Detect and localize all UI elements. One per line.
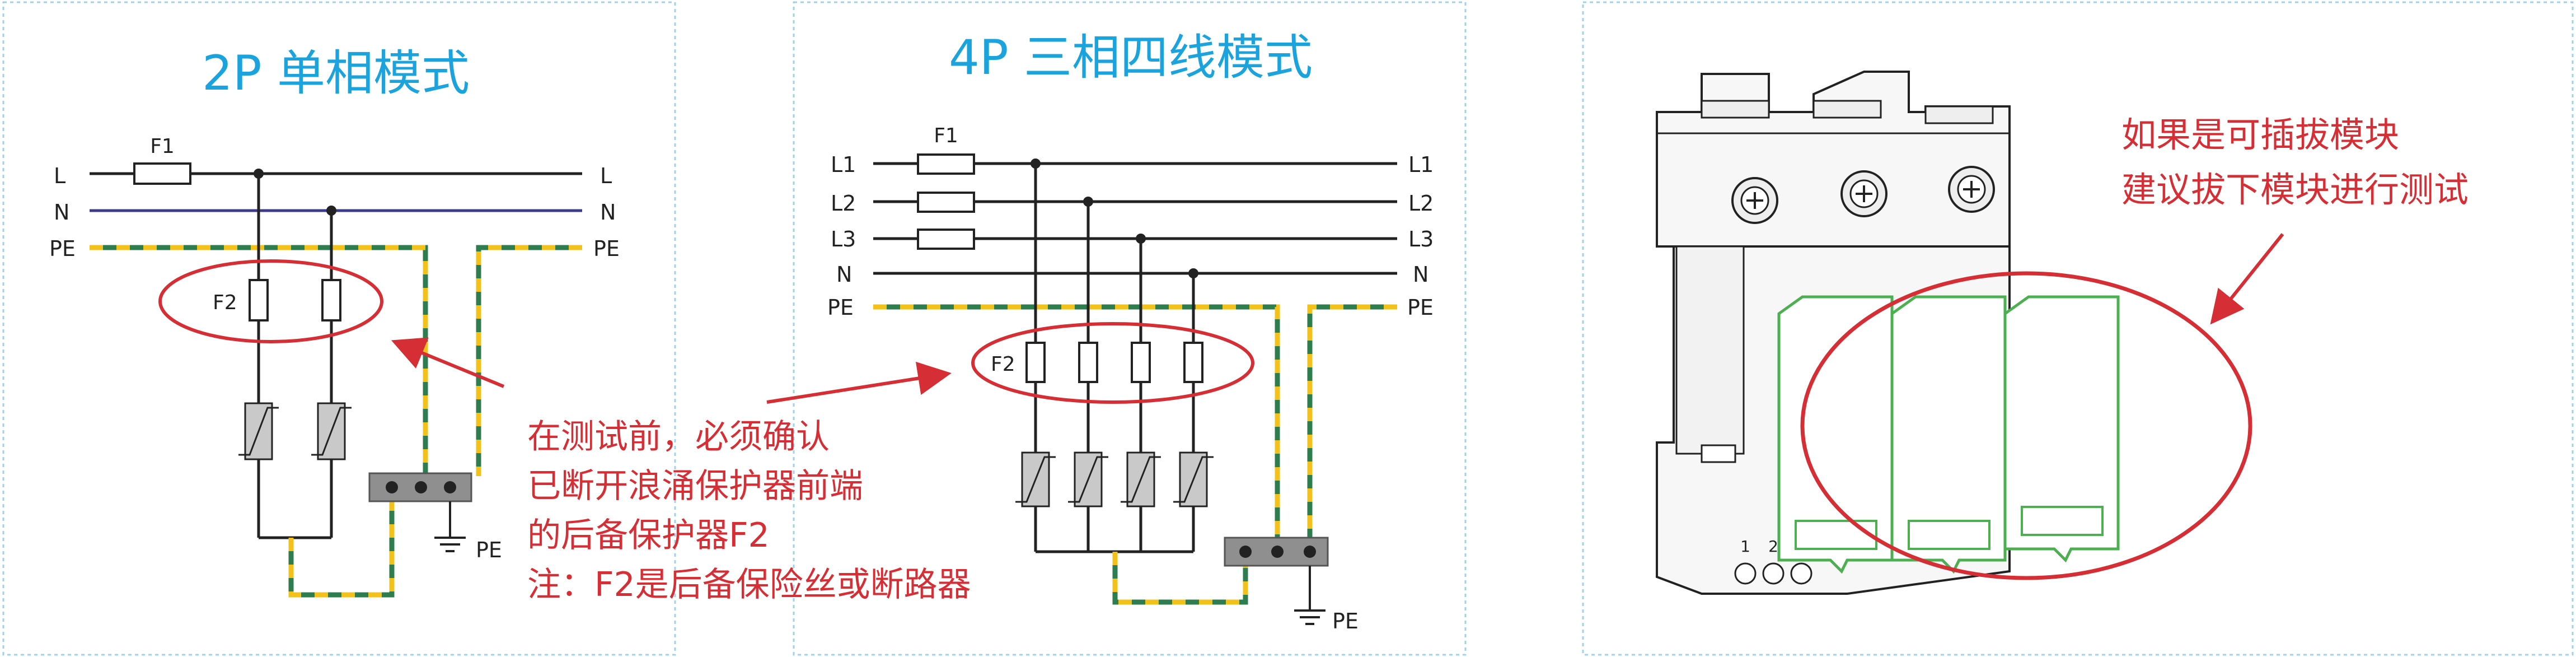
pe-line xyxy=(873,304,1397,540)
panel-4p-frame xyxy=(793,1,1467,656)
note-line-4: 注：F2是后备保险丝或断路器 xyxy=(527,565,971,604)
annotation-line-2: 建议拔下模块进行测试 xyxy=(2121,169,2469,210)
panel-4p: 4P 三相四线模式 L1 L2 L3 N PE L1 L2 L3 N PE F1 xyxy=(827,30,1434,633)
fuse-f1 xyxy=(133,162,191,185)
note-line-3: 的后备保护器F2 xyxy=(527,516,770,555)
fuse-f2-label: F2 xyxy=(213,291,237,314)
ground-icon xyxy=(1294,566,1326,625)
device-top-housing xyxy=(1656,71,2011,248)
device-side-rail xyxy=(1675,245,1745,455)
busbar-terminal xyxy=(1304,546,1316,558)
terminal-screw xyxy=(1790,562,1812,585)
fuse-f2 xyxy=(321,279,341,321)
varistor xyxy=(1121,451,1161,507)
plug-in-module xyxy=(1890,295,2007,574)
fuse-f1 xyxy=(917,153,975,175)
varistor xyxy=(1068,451,1108,507)
fuse-f2 xyxy=(249,279,269,321)
note-line-2: 已断开浪涌保护器前端 xyxy=(527,467,863,506)
screw-icon xyxy=(1731,177,1778,224)
busbar-terminal xyxy=(444,481,456,493)
fuse-f2 xyxy=(1025,342,1046,383)
f2-highlight-ellipse xyxy=(158,259,383,343)
label-pe-right: PE xyxy=(1407,295,1434,320)
fuse-f1-label: F1 xyxy=(934,124,958,147)
plug-in-module xyxy=(2003,295,2120,563)
label-pe-right: PE xyxy=(593,236,620,261)
screw-icon xyxy=(1840,170,1887,217)
terminal-slot xyxy=(1701,100,1770,119)
label-l3-right: L3 xyxy=(1408,227,1434,251)
panel-4p-title: 4P 三相四线模式 xyxy=(949,30,1313,86)
label-n-left: N xyxy=(54,200,69,225)
ground-label: PE xyxy=(476,538,502,562)
fuse-f1-label: F1 xyxy=(150,135,175,158)
warning-note: 在测试前，必须确认 已断开浪涌保护器前端 的后备保护器F2 注：F2是后备保险丝… xyxy=(391,337,971,604)
spd-device-drawing: 1 2 3 如果是可插拔模块 建议拔下模块进行测试 xyxy=(1656,71,2469,595)
module-highlight-ellipse xyxy=(1800,271,2252,580)
pe-return xyxy=(288,490,395,598)
terminal-screw xyxy=(1762,562,1785,585)
ground-label: PE xyxy=(1332,609,1359,633)
label-n-right: N xyxy=(600,200,616,225)
note-line-1: 在测试前，必须确认 xyxy=(527,417,830,456)
busbar-terminal xyxy=(386,481,398,493)
label-l3-left: L3 xyxy=(831,227,856,251)
fuse-f1 xyxy=(917,192,975,213)
fuse-f2 xyxy=(1131,342,1151,383)
f2-highlight-ellipse xyxy=(971,322,1254,404)
label-l-left: L xyxy=(54,164,65,188)
panel-2p-frame xyxy=(2,1,676,656)
pe-line xyxy=(90,245,582,476)
fuse-f2-label: F2 xyxy=(991,353,1015,376)
panel-2p-title: 2P 单相模式 xyxy=(202,45,470,101)
busbar-terminal xyxy=(1271,546,1284,558)
label-l1-right: L1 xyxy=(1408,152,1434,177)
label-l2-left: L2 xyxy=(831,191,856,216)
plug-in-module xyxy=(1777,295,1894,574)
terminal-number-2: 2 xyxy=(1768,537,1778,556)
fuse-f2 xyxy=(1078,342,1098,383)
label-n-left: N xyxy=(836,262,852,287)
label-l1-left: L1 xyxy=(831,152,856,177)
varistor xyxy=(238,402,279,460)
label-pe-left: PE xyxy=(827,295,854,320)
din-clip xyxy=(1701,444,1736,463)
varistor xyxy=(311,402,352,460)
terminal-screw xyxy=(1734,562,1757,585)
panel-device-frame xyxy=(1582,1,2574,656)
panel-2p: 2P 单相模式 L N PE L N PE F1 F2 xyxy=(49,45,620,598)
terminal-number-1: 1 xyxy=(1740,537,1750,556)
arrow-to-modules xyxy=(2210,233,2284,325)
ground-icon xyxy=(434,501,466,552)
arrow-to-4p-f2 xyxy=(766,361,952,404)
label-pe-left: PE xyxy=(49,236,76,261)
varistor xyxy=(1173,451,1214,507)
arrow-to-2p-f2 xyxy=(391,337,505,388)
annotation-line-1: 如果是可插拔模块 xyxy=(2121,114,2399,155)
busbar-terminal xyxy=(415,481,427,493)
fuse-f2 xyxy=(1183,342,1203,383)
label-l-right: L xyxy=(600,164,612,188)
terminal-slot xyxy=(1812,100,1882,119)
pe-return xyxy=(1112,552,1248,605)
fuse-f1 xyxy=(917,229,975,250)
screw-icon xyxy=(1948,166,1995,213)
busbar-terminal xyxy=(1239,546,1252,558)
label-n-right: N xyxy=(1413,262,1428,287)
varistor xyxy=(1015,451,1056,507)
terminal-slot xyxy=(1924,105,1994,124)
label-l2-right: L2 xyxy=(1408,191,1434,216)
